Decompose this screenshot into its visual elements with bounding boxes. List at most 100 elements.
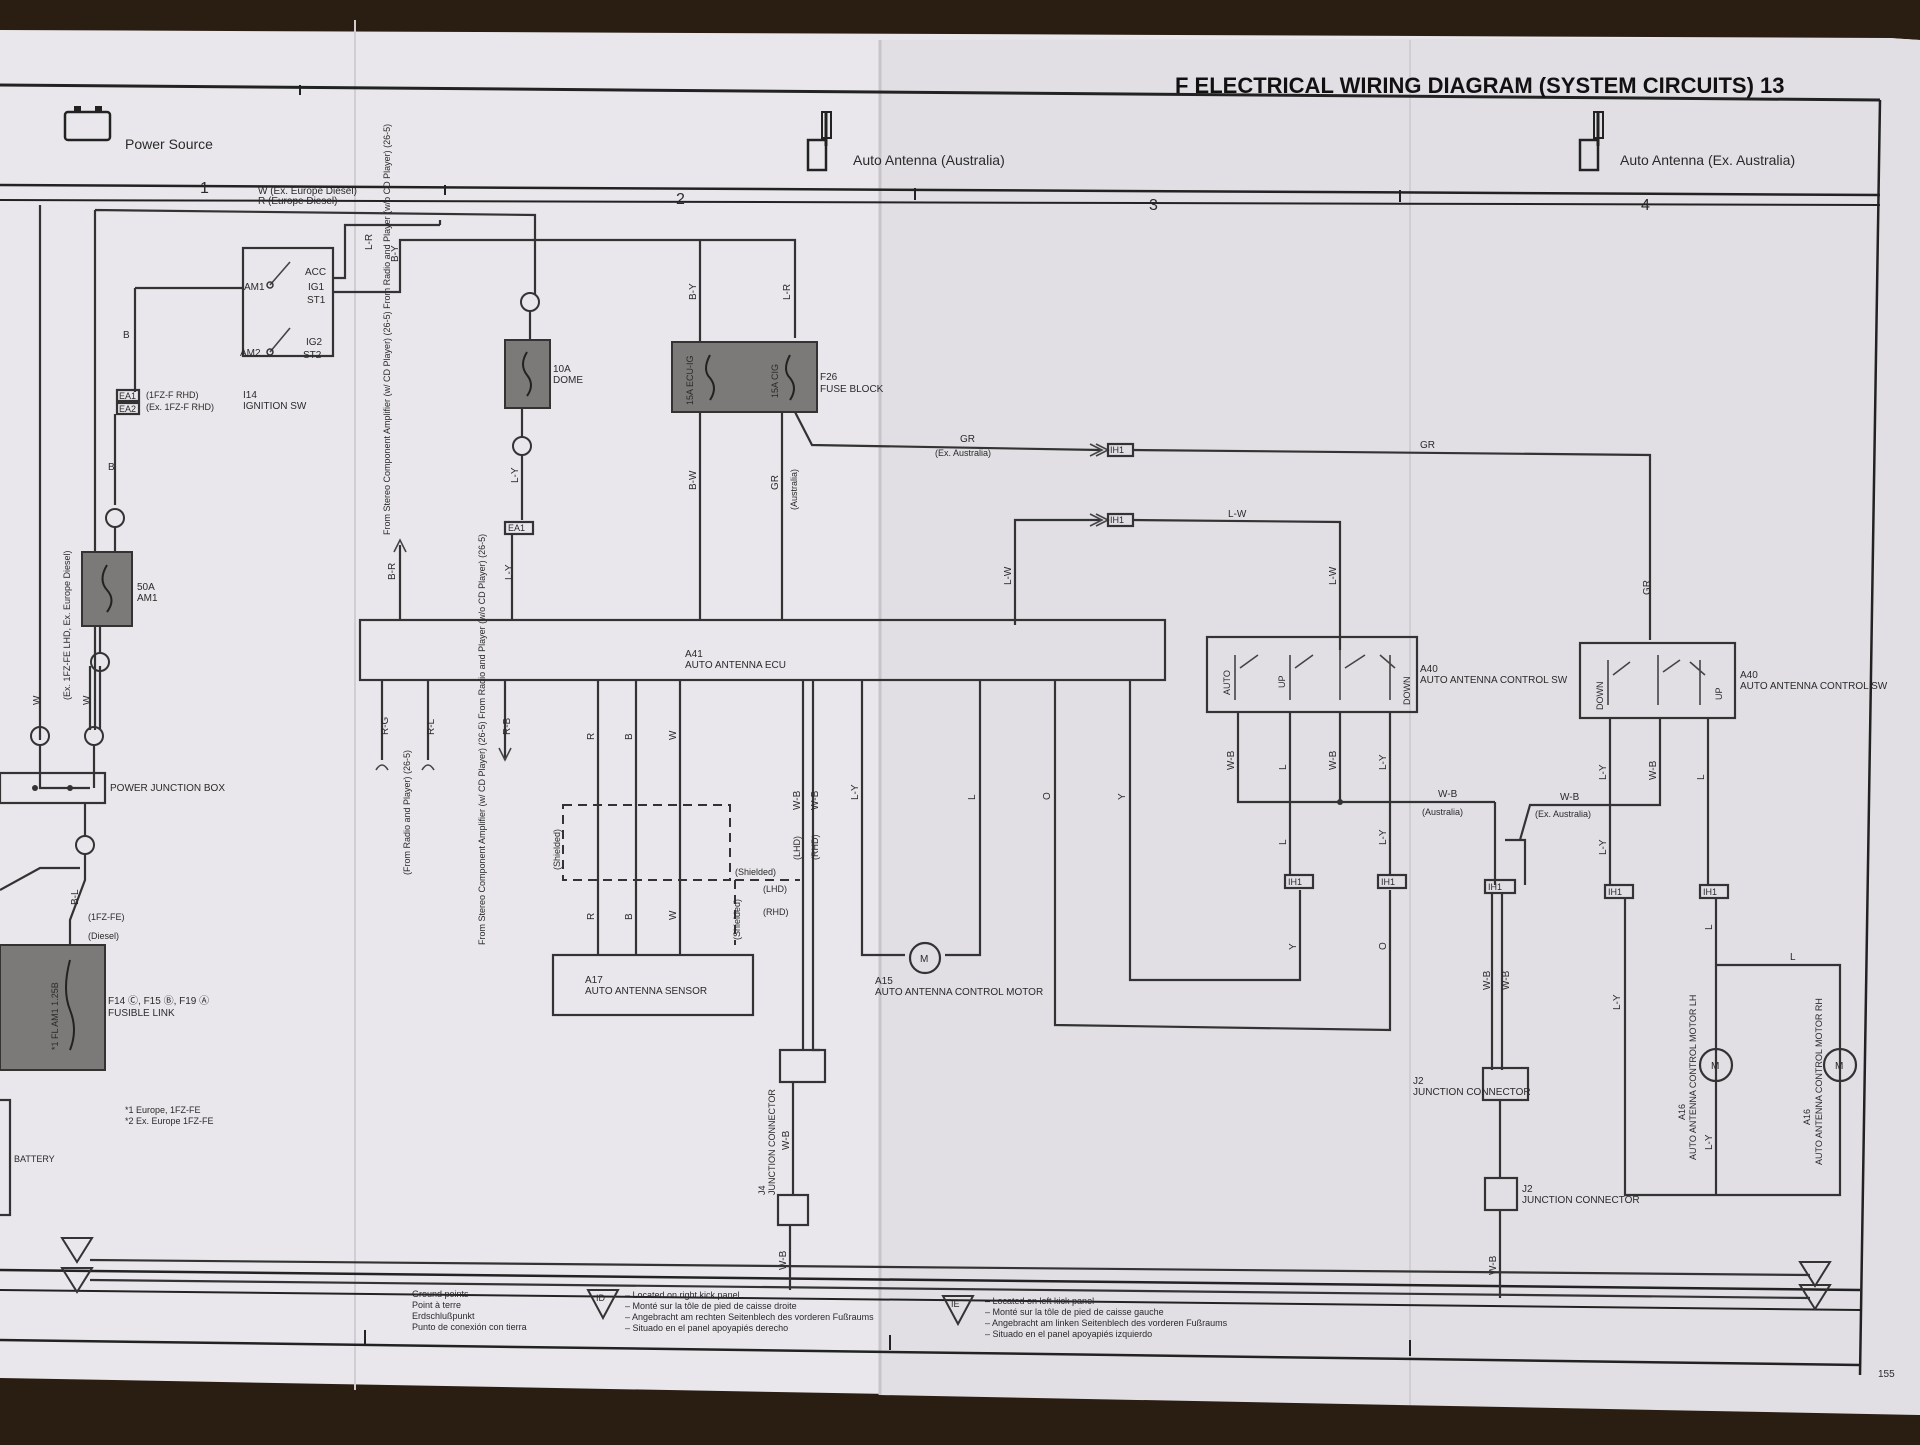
- wire-color-l-y-5: L-Y: [1378, 829, 1389, 845]
- ground-ie-label: IE: [951, 1299, 960, 1309]
- label-w-side: (Ex. 1FZ-FE LHD, Ex. Europe Diesel): [62, 550, 72, 700]
- label-r-europe-diesel: R (Europe Diesel): [258, 196, 337, 207]
- connector-ih1-7-label: IH1: [1703, 887, 1717, 897]
- control-switch-contacts: [1234, 650, 1396, 700]
- arrow: [498, 747, 512, 762]
- wire-color-gr-2: GR: [960, 434, 975, 445]
- label-shielded: (Shielded): [552, 829, 562, 870]
- ground-title-fr: Point à terre: [412, 1300, 461, 1310]
- wire-switch-aus-out: [1236, 712, 1495, 875]
- j2-name: JUNCTION CONNECTOR: [1413, 1087, 1531, 1098]
- fuse-symbol: [65, 959, 75, 1051]
- auto-antenna-ecu: [358, 618, 1167, 682]
- connector-ih1-6-label: IH1: [1608, 887, 1622, 897]
- fuse-symbol: [705, 354, 715, 401]
- column-number-3: 3: [1149, 197, 1158, 214]
- label-1fz-f-rhd: (1FZ-F RHD): [146, 390, 199, 400]
- fuse-dome: [504, 339, 551, 409]
- section-auto-antenna-ex-australia: Auto Antenna (Ex. Australia): [1620, 152, 1795, 168]
- wire-color-l-w-2: L-W: [1003, 566, 1014, 585]
- connector-ih1-5-label: IH1: [1488, 882, 1502, 892]
- ground-e-en: – Located on left kick panel: [985, 1296, 1094, 1306]
- switch-down-2: DOWN: [1595, 682, 1605, 711]
- wire-color-b: B: [123, 330, 130, 341]
- terminal-ig2: IG2: [306, 337, 323, 348]
- motor-lh-symbol: [1698, 1047, 1734, 1083]
- motor-rh-symbol: [1822, 1047, 1858, 1083]
- wire-color-l-y-6: L-Y: [1598, 764, 1609, 780]
- wire-color-w-b-8: W-B: [1488, 1255, 1499, 1275]
- terminal-st1: ST1: [307, 295, 326, 306]
- battery-icon: [63, 106, 112, 142]
- motor-lh-name: AUTO ANTENNA CONTROL MOTOR LH: [1688, 995, 1698, 1160]
- wire-color-l-5: L: [1704, 924, 1715, 930]
- motor-rh-id: A16: [1802, 1109, 1812, 1125]
- connector-ea2: [115, 401, 141, 416]
- wire-color-l-y-2: L-Y: [504, 564, 515, 580]
- wire-color-l-2: L: [1278, 764, 1289, 770]
- wire-color-gr-3: GR: [1420, 440, 1435, 451]
- wire-color-l-w-3: L-W: [1328, 566, 1339, 585]
- wire-color-w-b-lhd: W-B: [1482, 970, 1493, 990]
- fusible-link: [0, 944, 106, 1071]
- pjb-label: POWER JUNCTION BOX: [110, 783, 225, 794]
- ground-d-fr: – Monté sur la tôle de pied de caisse dr…: [625, 1301, 797, 1311]
- label-shielded-3: (Shielded): [735, 867, 776, 877]
- junction-dot: [1337, 799, 1343, 805]
- fusible-link-ids: F14 Ⓒ, F15 Ⓑ, F19 Ⓐ: [108, 995, 209, 1007]
- wire-gr-ex-australia: [794, 411, 1101, 452]
- connector-ea1-2: [503, 520, 535, 536]
- wire-b-am1: [133, 286, 243, 392]
- label-lhd-2: (LHD): [792, 836, 802, 860]
- motor-m: M: [920, 954, 928, 965]
- fuse-dome-amp: 10A: [553, 364, 571, 375]
- label-wb-ex-australia: (Ex. Australia): [1535, 809, 1591, 819]
- j2b-id: J2: [1522, 1184, 1533, 1195]
- shield-dashed-box: [562, 804, 731, 881]
- wire-color-r-2: R: [586, 913, 597, 920]
- a40b-name: AUTO ANTENNA CONTROL SW: [1740, 681, 1888, 692]
- motor-rh-m: M: [1835, 1061, 1843, 1072]
- wire-color-r: R: [586, 733, 597, 740]
- ecu-name: AUTO ANTENNA ECU: [685, 660, 786, 671]
- wire-color-l-y-3: L-Y: [850, 784, 861, 800]
- j2b-name: JUNCTION CONNECTOR: [1522, 1195, 1640, 1206]
- label-rhd-2: (RHD): [810, 835, 820, 861]
- fuse-symbol: [101, 564, 113, 613]
- ground-d-en: – Located on right kick panel: [625, 1290, 740, 1300]
- ground-title: Ground points: [412, 1289, 469, 1299]
- paper-right-half: [880, 38, 1920, 1415]
- wire-radio-feeds: [380, 680, 507, 760]
- connector-ih1-2-label: IH1: [1110, 515, 1124, 525]
- section-auto-antenna-australia: Auto Antenna (Australia): [853, 152, 1005, 168]
- wire-w-b-to-j2: [1493, 802, 1527, 885]
- wire-pjb: [38, 745, 96, 790]
- ground-title-es: Punto de conexión con tierra: [412, 1322, 527, 1332]
- battery-box: [0, 1098, 12, 1217]
- wire-color-w-4: W: [668, 910, 679, 920]
- label-ex-australia: (Ex. Australia): [935, 448, 991, 458]
- wire-left-return: [0, 866, 80, 891]
- wire-gr-right: [1132, 448, 1652, 640]
- wire-color-b-4: B: [624, 913, 635, 920]
- wire-l-w-right: [1132, 518, 1342, 650]
- ground-legend-ie-icon: [941, 1295, 975, 1327]
- connector-ih1-7: [1698, 883, 1730, 900]
- fl-am1-label: *1 FL AM1 1.25B: [50, 982, 60, 1050]
- wire-color-l-y-4: L-Y: [1378, 754, 1389, 770]
- ground-d-es: – Situado en el panel apoyapiés derecho: [625, 1323, 788, 1333]
- ground-symbol-right-1: [1798, 1261, 1832, 1288]
- wire-am1-out: [88, 626, 102, 730]
- wire-color-l: L: [967, 794, 978, 800]
- switch-down: DOWN: [1402, 677, 1412, 706]
- wire-switch-exaus-out: [1518, 718, 1710, 885]
- wire-color-l-w: L-W: [1228, 509, 1247, 520]
- wire-color-b-y: B-Y: [390, 245, 401, 262]
- wire-color-l-3: L: [1278, 839, 1289, 845]
- wire-motors-exaus: [1623, 898, 1842, 1197]
- wire-color-w-b-2: W-B: [810, 790, 821, 810]
- wire-color-r-b: R-B: [502, 717, 513, 735]
- wire-color-gr: GR: [770, 475, 781, 490]
